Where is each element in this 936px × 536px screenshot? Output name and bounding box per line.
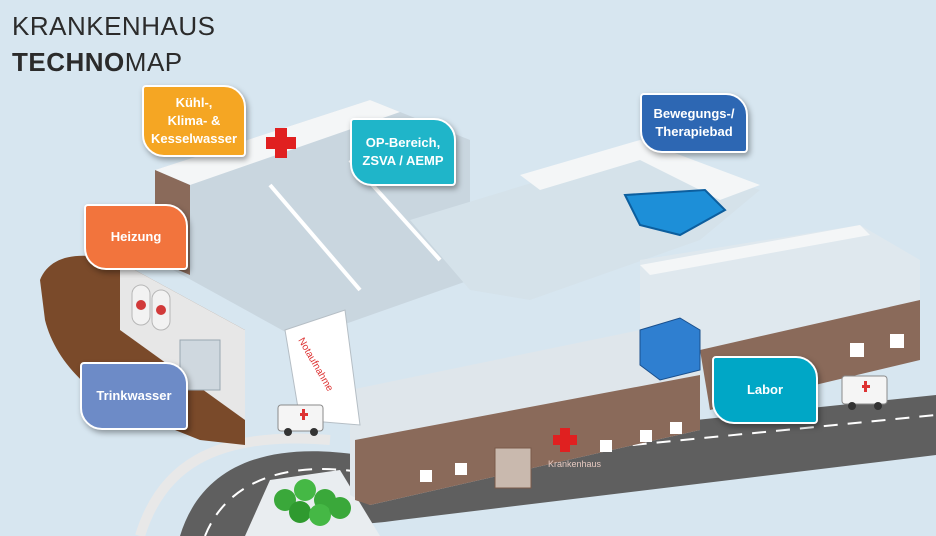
- title-line-2: TECHNOMAP: [12, 44, 215, 80]
- title-line-1: KRANKENHAUS: [12, 11, 216, 41]
- callout-trinkwasser[interactable]: Trinkwasser: [80, 362, 188, 430]
- callout-kuehl-klima-kesselwasser[interactable]: Kühl-, Klima- & Kesselwasser: [142, 85, 246, 157]
- window: [640, 430, 652, 442]
- ambulance-left: [277, 404, 324, 436]
- window: [890, 334, 904, 348]
- ambulance-right: [841, 375, 888, 410]
- center-roof-edge: [520, 140, 760, 200]
- callout-bewegungs-therapiebad[interactable]: Bewegungs-/ Therapiebad: [640, 93, 748, 153]
- tank-valve: [136, 300, 146, 310]
- title-rest: MAP: [124, 47, 183, 77]
- window: [455, 463, 467, 475]
- window: [670, 422, 682, 434]
- callout-heizung[interactable]: Heizung: [84, 204, 188, 270]
- trees: [274, 479, 351, 526]
- sidewalk: [135, 433, 331, 536]
- center-wing-floor: [410, 150, 760, 300]
- interior-wall: [268, 183, 362, 292]
- app-title: KRANKENHAUS TECHNOMAP: [12, 8, 215, 80]
- emergency-entrance: [284, 309, 361, 426]
- callout-op-bereich[interactable]: OP-Bereich, ZSVA / AEMP: [350, 118, 456, 186]
- title-bold: TECHNO: [12, 47, 125, 77]
- window: [420, 470, 432, 482]
- plaza: [245, 470, 380, 536]
- window: [600, 440, 612, 452]
- callout-labor[interactable]: Labor: [712, 356, 818, 424]
- lab-equipment: [639, 317, 701, 381]
- therapy-pool: [623, 188, 727, 237]
- red-cross: [266, 137, 296, 149]
- front-facade: [355, 375, 700, 505]
- entrance: [494, 447, 532, 489]
- tank-valve: [156, 305, 166, 315]
- facade-sign: Krankenhaus: [548, 459, 602, 469]
- window: [850, 343, 864, 357]
- red-cross: [553, 435, 577, 445]
- right-roof-edge: [640, 225, 870, 275]
